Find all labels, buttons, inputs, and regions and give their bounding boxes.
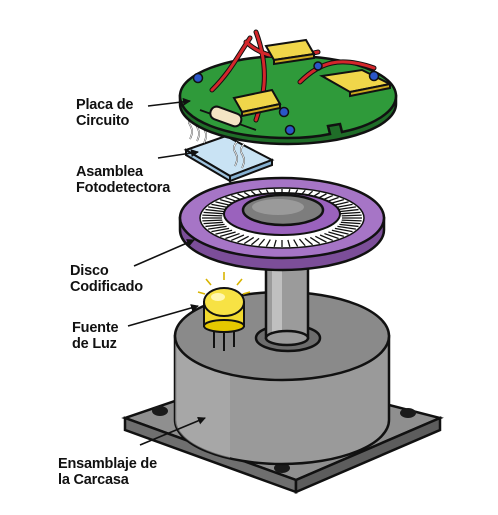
arrow-housing xyxy=(139,416,206,446)
disk-slot-line xyxy=(319,234,334,242)
disk-slot-line xyxy=(339,223,359,228)
disk-slot-line xyxy=(324,232,339,240)
mount-hole xyxy=(152,406,168,416)
label-coded-disk-line1: Disco xyxy=(70,263,109,279)
disk-slot-line xyxy=(237,235,249,243)
label-photodetector-line1: Asamblea xyxy=(76,164,143,180)
connector-pin xyxy=(278,106,290,118)
disk-slot-line xyxy=(207,206,227,211)
mount-hole xyxy=(274,463,290,473)
label-housing-line1: Ensamblaje de xyxy=(58,456,157,472)
disk-slot-line xyxy=(250,237,260,246)
label-light-source-line2: de Luz xyxy=(72,336,117,352)
disk-slot-line xyxy=(211,227,230,233)
label-circuit-board-line1: Placa de xyxy=(76,97,134,113)
disk-slot-line xyxy=(331,229,349,235)
resistor xyxy=(199,105,257,131)
disk-slot-line xyxy=(340,221,361,225)
disk-slot-line xyxy=(225,232,240,240)
coded-disk xyxy=(178,176,386,272)
arrow-photodetector xyxy=(157,149,199,159)
disk-slot-line xyxy=(207,225,227,230)
disk-slot-line xyxy=(243,236,255,245)
disk-slot-line xyxy=(265,239,271,247)
mount-hole xyxy=(400,408,416,418)
disk-slot-line xyxy=(202,214,223,217)
label-light-source-line1: Fuente xyxy=(72,320,119,336)
disk-slot-line xyxy=(298,238,306,247)
disk-slot-line xyxy=(203,221,224,225)
label-photodetector-line2: Fotodetectora xyxy=(76,180,171,196)
disk-slot-line xyxy=(339,208,359,213)
arrow-coded-disk xyxy=(133,239,195,267)
disk-slot-line xyxy=(215,229,233,235)
led-light-source xyxy=(197,272,251,351)
label-housing: Ensamblaje de la Carcasa xyxy=(58,456,157,488)
photodetector-assembly xyxy=(183,114,275,183)
disk-slot-line xyxy=(337,225,357,230)
connector-pin xyxy=(368,70,380,82)
disk-slot-line xyxy=(205,223,225,228)
disk-slot-line xyxy=(203,211,224,215)
disk-slot-line xyxy=(341,214,362,217)
label-coded-disk-line2: Codificado xyxy=(70,279,143,295)
disk-slot-line xyxy=(202,219,223,222)
disk-slot-line xyxy=(315,235,327,243)
arrow-light-source xyxy=(127,304,199,327)
label-circuit-board-line2: Circuito xyxy=(76,113,130,129)
disk-slot-line xyxy=(258,238,266,247)
label-housing-line2: la Carcasa xyxy=(58,472,129,488)
disk-slot-line xyxy=(328,231,345,238)
disk-slot-line xyxy=(219,231,236,238)
label-light-source: Fuente de Luz xyxy=(72,320,119,352)
disk-slot-line xyxy=(341,219,362,222)
disk-slot-line xyxy=(230,234,245,242)
leader-arrows xyxy=(127,97,206,446)
connector-pin xyxy=(284,124,296,136)
circuit-board xyxy=(178,29,398,146)
disk-slot-line xyxy=(287,239,291,248)
disk-slot-line xyxy=(334,227,353,233)
connector-pin xyxy=(192,72,204,84)
disk-slot-line xyxy=(273,239,277,248)
label-photodetector: Asamblea Fotodetectora xyxy=(76,164,170,196)
connector-pin xyxy=(313,61,323,71)
disk-slot-line xyxy=(340,211,361,215)
disk-slot-line xyxy=(337,206,357,211)
label-coded-disk: Disco Codificado xyxy=(70,263,143,295)
disk-slot-line xyxy=(205,208,225,213)
disk-slot-line xyxy=(304,237,314,246)
disk-slot-line xyxy=(293,239,299,247)
shaft xyxy=(254,266,322,353)
label-circuit-board: Placa de Circuito xyxy=(76,97,133,129)
disk-slot-line xyxy=(309,236,321,245)
arrow-circuit-board xyxy=(147,97,191,107)
